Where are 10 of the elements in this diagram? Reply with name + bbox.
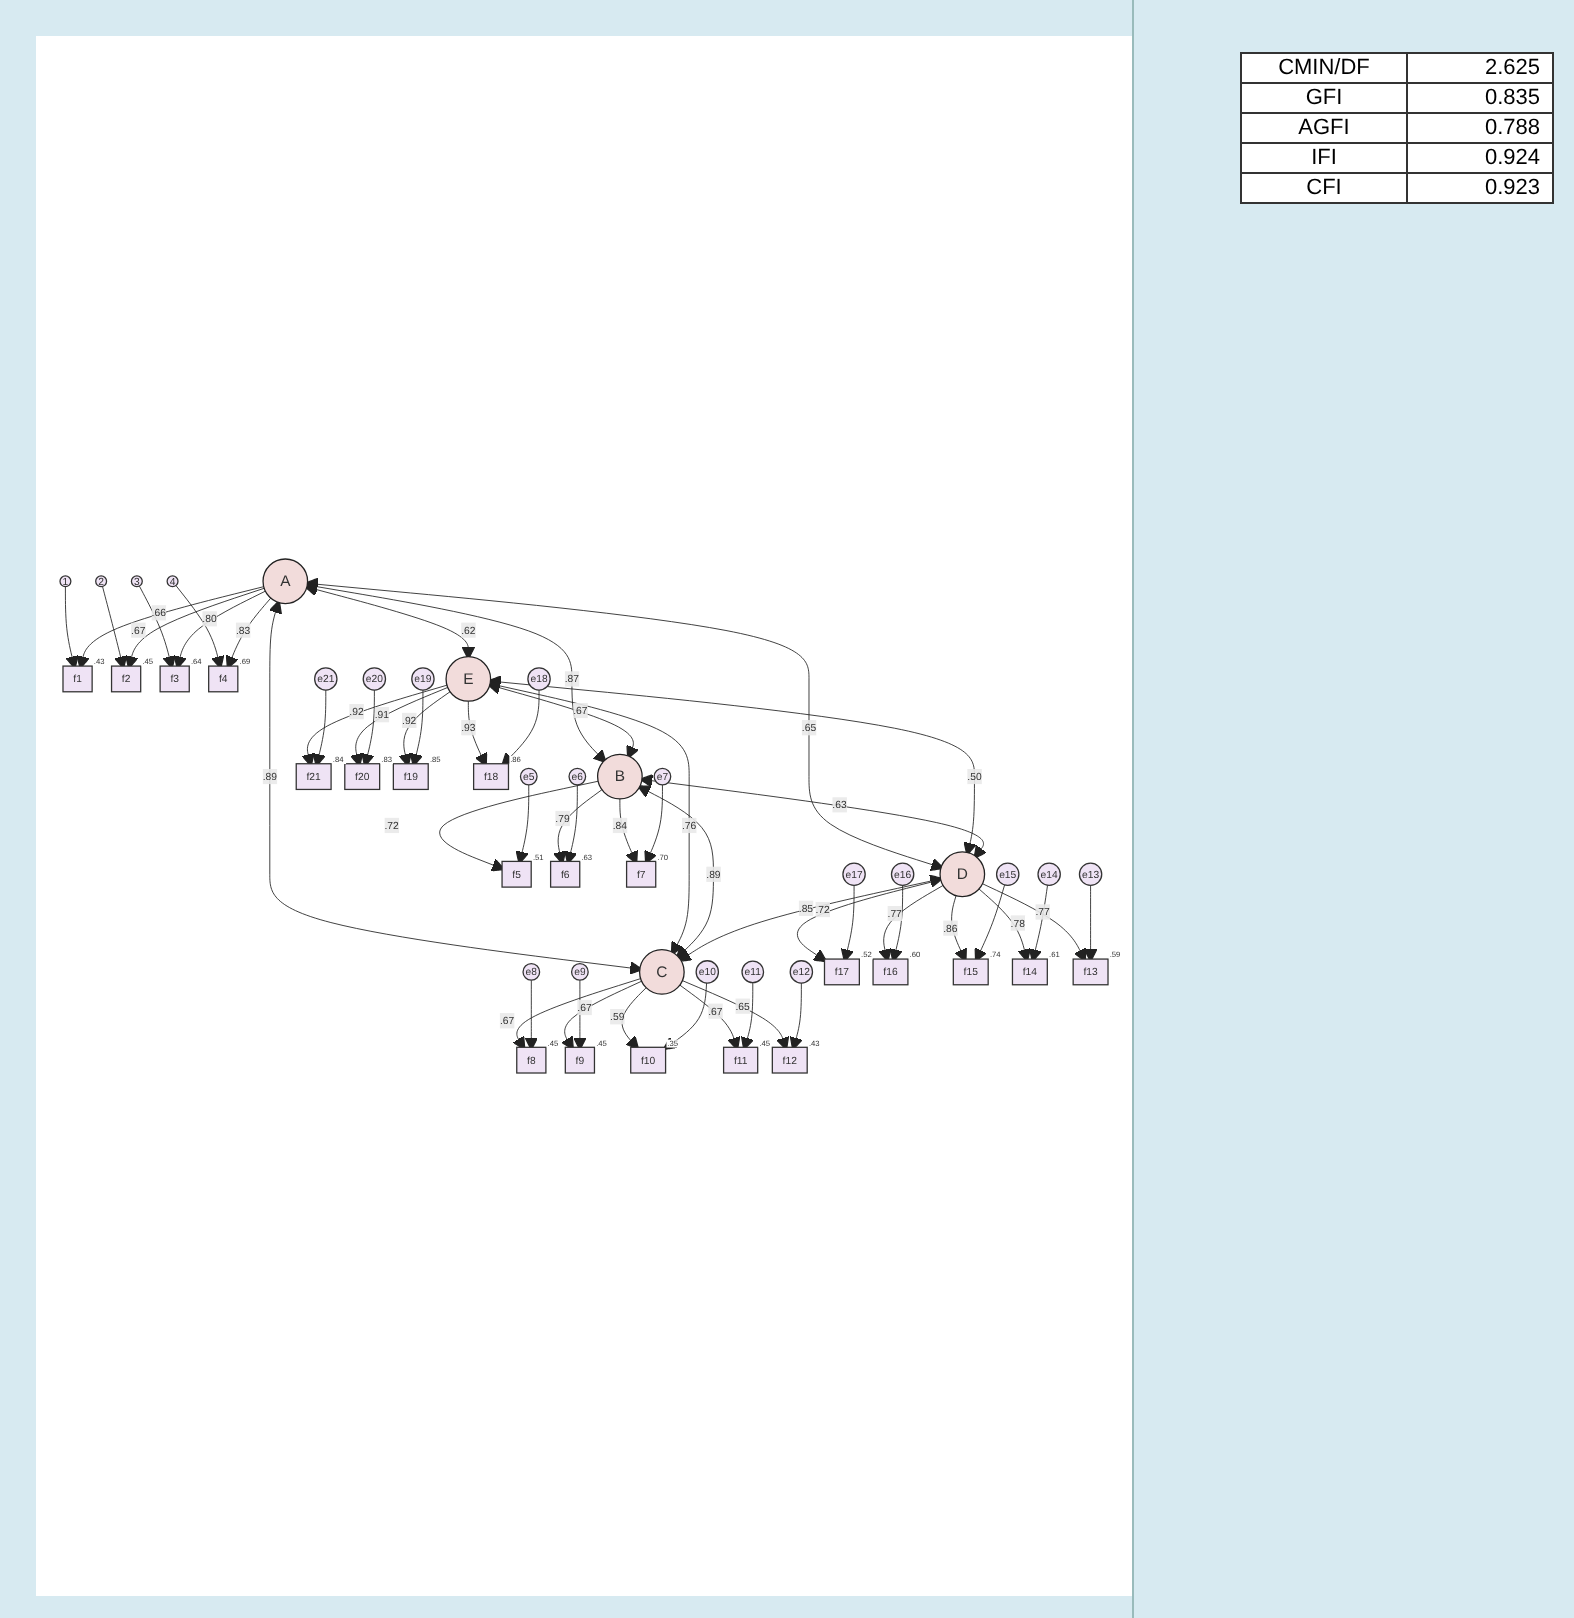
fit-index-name: CFI: [1241, 173, 1407, 203]
fit-index-name: AGFI: [1241, 113, 1407, 143]
fit-value: 0.835: [1407, 83, 1553, 113]
fit-index-name: IFI: [1241, 143, 1407, 173]
fit-value: 0.788: [1407, 113, 1553, 143]
fit-index-name: CMIN/DF: [1241, 53, 1407, 83]
fit-value: 0.924: [1407, 143, 1553, 173]
fit-value: 2.625: [1407, 53, 1553, 83]
fit-index-name: GFI: [1241, 83, 1407, 113]
fit-value: 0.923: [1407, 173, 1553, 203]
